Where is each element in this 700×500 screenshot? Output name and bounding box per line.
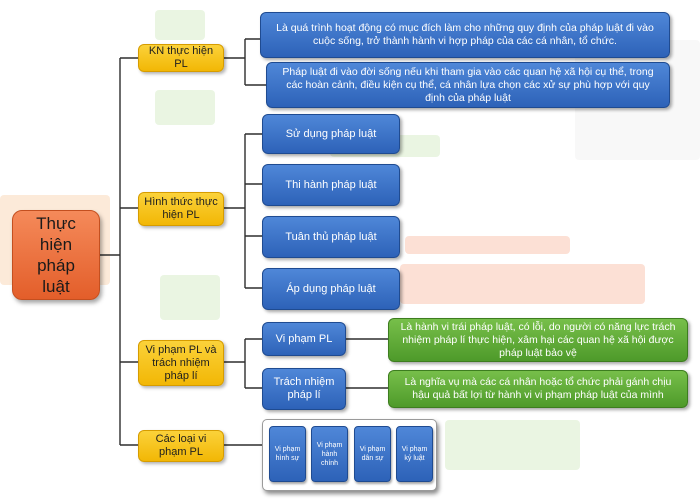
violation-definition-text: Là hành vi trái pháp luật, có lỗi, do ng… bbox=[400, 320, 676, 359]
branch-label: KN thực hiện PL bbox=[148, 45, 214, 70]
concept-definition-2: Pháp luật đi vào đời sống nếu khi tham g… bbox=[266, 62, 670, 108]
branch-violation-types: Các loại vi phạm PL bbox=[138, 430, 224, 462]
form-label: Sử dụng pháp luật bbox=[285, 127, 377, 140]
liability-definition: Là nghĩa vụ mà các cá nhân hoặc tổ chức … bbox=[388, 370, 688, 408]
violation-type-label: Vi phạm hành chính bbox=[316, 441, 343, 467]
violation-type-label: Vi phạm hình sự bbox=[274, 446, 301, 462]
connector-root-branches bbox=[100, 57, 138, 446]
form-label: Áp dụng pháp luật bbox=[286, 282, 376, 295]
form-use-law: Sử dụng pháp luật bbox=[262, 114, 400, 154]
form-comply-law: Tuân thủ pháp luật bbox=[262, 216, 400, 258]
connector-concept bbox=[224, 38, 266, 86]
background-ghost-shape bbox=[155, 90, 215, 125]
form-label: Tuân thủ pháp luật bbox=[285, 230, 377, 243]
liability-definition-text: Là nghĩa vụ mà các cá nhân hoặc tổ chức … bbox=[404, 376, 672, 401]
violation-type-administrative: Vi phạm hành chính bbox=[311, 426, 348, 482]
background-ghost-shape bbox=[405, 236, 570, 254]
liability-node: Trách nhiệm pháp lí bbox=[262, 368, 346, 410]
background-ghost-shape bbox=[160, 275, 220, 320]
violation-type-label: Vi phạm kỷ luật bbox=[401, 446, 428, 462]
violation-types-panel: Vi phạm hình sự Vi phạm hành chính Vi ph… bbox=[262, 419, 437, 491]
concept-definition-1-text: Là quá trình hoạt động có mục đích làm c… bbox=[276, 22, 654, 47]
connector-violation bbox=[224, 338, 262, 389]
violation-label: Vi phạm PL bbox=[275, 332, 333, 345]
branch-label: Vi phạm PL và trách nhiệm pháp lí bbox=[145, 343, 217, 382]
branch-label: Hình thức thực hiện PL bbox=[144, 196, 218, 221]
background-ghost-shape bbox=[400, 264, 645, 304]
concept-definition-2-text: Pháp luật đi vào đời sống nếu khi tham g… bbox=[282, 65, 654, 104]
branch-forms: Hình thức thực hiện PL bbox=[138, 192, 224, 226]
form-apply-law: Áp dụng pháp luật bbox=[262, 268, 400, 310]
root-node: Thực hiện pháp luật bbox=[12, 210, 100, 300]
violation-type-criminal: Vi phạm hình sự bbox=[269, 426, 306, 482]
violation-type-civil: Vi phạm dân sự bbox=[354, 426, 391, 482]
form-label: Thi hành pháp luật bbox=[285, 178, 377, 191]
liability-label: Trách nhiệm pháp lí bbox=[273, 376, 335, 401]
root-label: Thực hiện pháp luật bbox=[36, 214, 76, 296]
branch-label: Các loại vi phạm PL bbox=[155, 433, 207, 458]
branch-violation-liability: Vi phạm PL và trách nhiệm pháp lí bbox=[138, 340, 224, 386]
form-execute-law: Thi hành pháp luật bbox=[262, 164, 400, 206]
violation-node: Vi phạm PL bbox=[262, 322, 346, 356]
violation-definition: Là hành vi trái pháp luật, có lỗi, do ng… bbox=[388, 318, 688, 362]
connector-forms bbox=[224, 133, 262, 289]
background-ghost-shape bbox=[155, 10, 205, 40]
violation-type-label: Vi phạm dân sự bbox=[359, 446, 386, 462]
concept-definition-1: Là quá trình hoạt động có mục đích làm c… bbox=[260, 12, 670, 58]
background-ghost-shape bbox=[445, 420, 580, 470]
branch-concept: KN thực hiện PL bbox=[138, 44, 224, 72]
violation-type-disciplinary: Vi phạm kỷ luật bbox=[396, 426, 433, 482]
